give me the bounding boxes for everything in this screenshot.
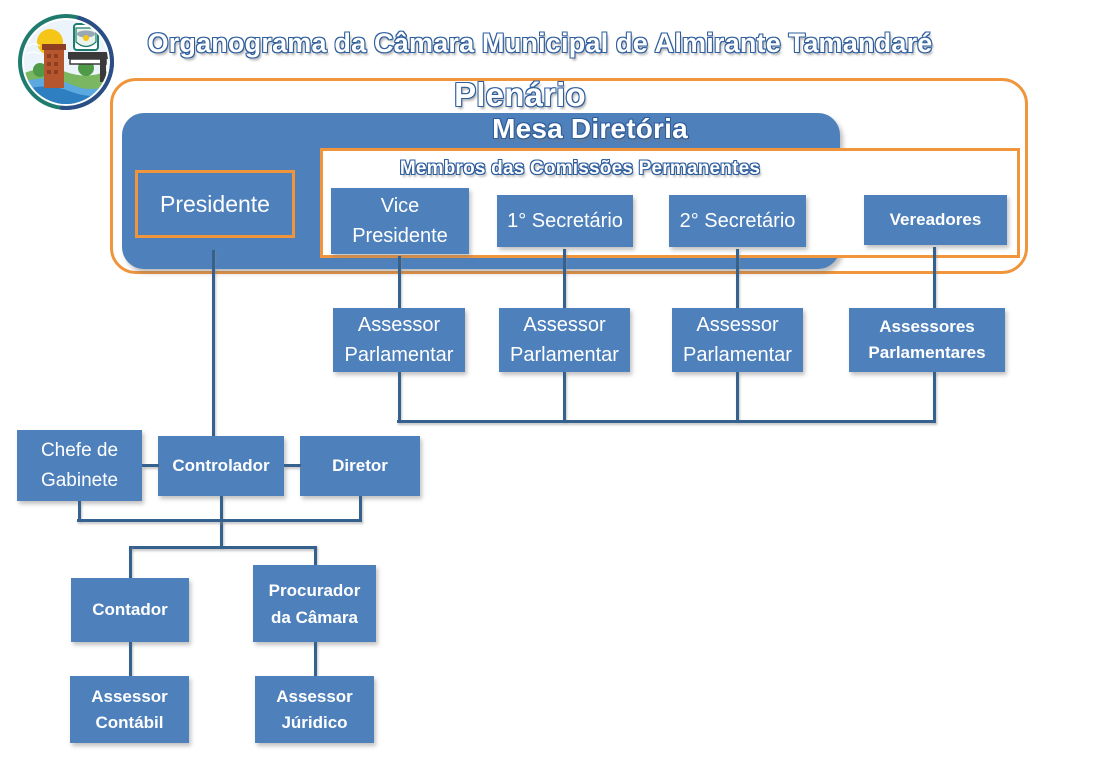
plenario-label: Plenário xyxy=(453,75,586,114)
node-assessor-parlamentar-3-line2: Parlamentar xyxy=(683,344,792,366)
node-procurador-da-camara-line2: da Câmara xyxy=(271,607,358,627)
node-presidente[interactable]: Presidente xyxy=(135,170,295,238)
connector-row4-bus xyxy=(129,546,316,549)
connector-controlador-diretor xyxy=(284,464,301,467)
connector-assessor1-down xyxy=(398,372,401,422)
connector-chefe-controlador xyxy=(142,464,159,467)
node-assessor-contabil[interactable]: Assessor Contábil xyxy=(70,676,189,743)
node-primeiro-secretario-label: 1° Secretário xyxy=(507,209,623,232)
node-procurador-da-camara-line1: Procurador xyxy=(268,580,361,600)
node-assessor-parlamentar-1-line2: Parlamentar xyxy=(344,344,454,366)
node-vice-presidente-label-line1: Vice xyxy=(380,195,420,217)
node-assessor-juridico[interactable]: Assessor Júridico xyxy=(255,676,374,743)
connector-vereadores-down xyxy=(933,247,936,308)
connector-controlador-down xyxy=(220,496,223,548)
mesa-diretoria-label: Mesa Diretória xyxy=(491,112,688,145)
connector-vice-down xyxy=(398,256,401,308)
node-chefe-de-gabinete[interactable]: Chefe de Gabinete xyxy=(17,430,142,501)
node-contador-label: Contador xyxy=(92,600,168,619)
node-assessor-parlamentar-3[interactable]: Assessor Parlamentar xyxy=(672,308,803,372)
connector-diretor-down xyxy=(359,496,362,521)
connector-assessores-down xyxy=(933,372,936,422)
node-vereadores[interactable]: Vereadores xyxy=(864,195,1007,245)
node-vice-presidente[interactable]: Vice Presidente xyxy=(331,188,469,254)
node-assessor-parlamentar-2[interactable]: Assessor Parlamentar xyxy=(499,308,630,372)
connector-presidente-down xyxy=(212,250,215,440)
node-contador[interactable]: Contador xyxy=(71,578,189,642)
connector-contador-down xyxy=(129,642,132,676)
comissoes-permanentes-label: Membros das Comissões Permanentes xyxy=(399,157,761,180)
node-assessor-contabil-line1: Assessor xyxy=(91,686,168,706)
connector-assessor2-down xyxy=(563,372,566,422)
node-assessores-parlamentares[interactable]: Assessores Parlamentares xyxy=(849,308,1005,372)
node-assessor-parlamentar-3-line1: Assessor xyxy=(696,314,779,336)
node-diretor-label: Diretor xyxy=(332,456,388,475)
node-presidente-label: Presidente xyxy=(160,190,270,217)
node-vice-presidente-label-line2: Presidente xyxy=(352,225,448,247)
node-controlador-label: Controlador xyxy=(172,456,270,475)
node-segundo-secretario[interactable]: 2° Secretário xyxy=(669,195,806,247)
node-primeiro-secretario[interactable]: 1° Secretário xyxy=(497,195,633,247)
node-chefe-de-gabinete-line2: Gabinete xyxy=(40,469,119,491)
municipal-coat-of-arms-logo xyxy=(14,12,118,112)
node-assessor-parlamentar-2-line2: Parlamentar xyxy=(510,344,619,366)
node-diretor[interactable]: Diretor xyxy=(300,436,420,496)
connector-2sec-down xyxy=(736,249,739,308)
connector-assessor3-down xyxy=(736,372,739,422)
node-procurador-da-camara[interactable]: Procurador da Câmara xyxy=(253,565,376,642)
node-assessores-parlamentares-line2: Parlamentares xyxy=(868,343,986,362)
node-assessor-parlamentar-1-line1: Assessor xyxy=(357,314,441,336)
node-chefe-de-gabinete-line1: Chefe de xyxy=(40,439,119,461)
node-assessor-juridico-line2: Júridico xyxy=(281,712,348,732)
connector-procurador-up xyxy=(314,546,317,578)
node-assessor-juridico-line1: Assessor xyxy=(276,686,353,706)
node-controlador[interactable]: Controlador xyxy=(158,436,284,496)
connector-assessores-bus xyxy=(397,420,936,423)
node-segundo-secretario-label: 2° Secretário xyxy=(679,209,796,232)
connector-row3-bus xyxy=(77,519,362,522)
node-assessor-parlamentar-2-line1: Assessor xyxy=(523,314,606,336)
connector-contador-up xyxy=(129,546,132,578)
plenario-container xyxy=(110,78,1028,274)
node-vereadores-label: Vereadores xyxy=(889,210,982,229)
node-assessor-contabil-line2: Contábil xyxy=(95,712,164,732)
connector-chefe-down xyxy=(78,501,81,521)
node-assessores-parlamentares-line1: Assessores xyxy=(879,317,975,336)
node-assessor-parlamentar-1[interactable]: Assessor Parlamentar xyxy=(333,308,465,372)
connector-1sec-down xyxy=(563,249,566,308)
connector-procurador-down xyxy=(314,642,317,676)
page-title: Organograma da Câmara Municipal de Almir… xyxy=(120,26,960,60)
